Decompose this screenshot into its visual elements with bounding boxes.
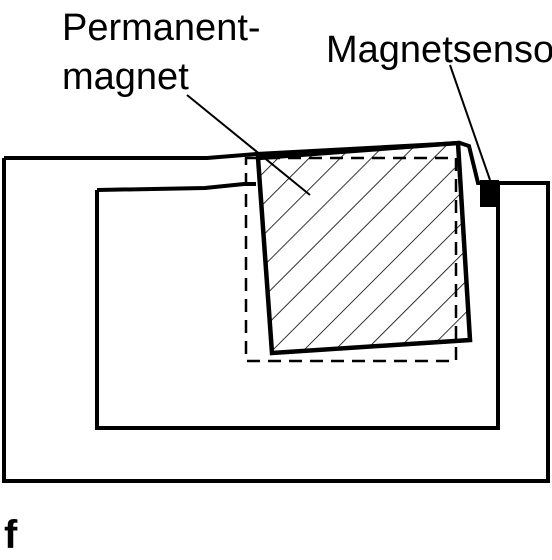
magnet-sensor (480, 180, 499, 207)
sensor-leader-line (449, 64, 491, 181)
sensor-label: Magnetsensor (326, 29, 552, 71)
permanent-magnet (255, 140, 473, 356)
yoke-outer-edge (2, 140, 550, 483)
magnet-label-line1: Permanent- (62, 7, 261, 49)
figure-label: f (4, 513, 18, 557)
magnet-label-line2: magnet (62, 56, 189, 98)
yoke-inner-edge (95, 183, 500, 430)
magnet-leader-line (186, 94, 311, 196)
yoke-inner-top (96, 182, 256, 192)
